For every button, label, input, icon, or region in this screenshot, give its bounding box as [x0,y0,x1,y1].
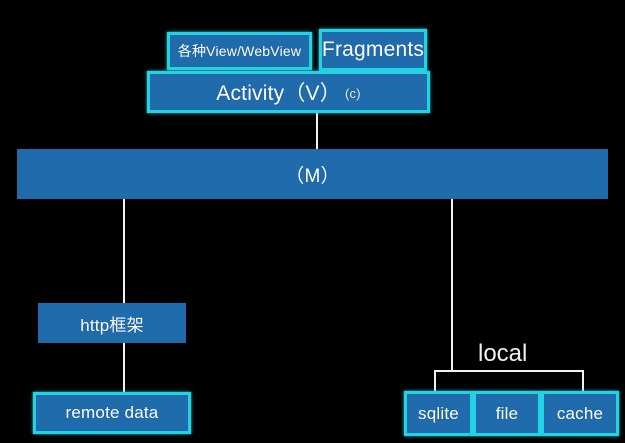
node-file-label: file [495,403,519,423]
node-activity-annotation: (c) [344,85,361,101]
node-activity-label: Activity（V） [216,82,341,105]
connector-local-to-sqlite [434,370,436,392]
node-http-framework-label: http框架 [80,315,144,335]
node-fragments[interactable]: Fragments [319,29,427,71]
node-views[interactable]: 各种View/WebView [167,32,312,70]
node-file[interactable]: file [473,391,541,436]
connector-activity-to-model [316,113,318,150]
connector-model-to-local [451,199,453,371]
node-model[interactable]: （M） [17,149,608,199]
node-cache[interactable]: cache [541,391,619,436]
node-fragments-label: Fragments [321,38,425,61]
node-remote-data-label: remote data [65,403,159,422]
node-views-label: 各种View/WebView [177,43,302,59]
connector-model-to-http [123,199,125,304]
node-activity[interactable]: Activity（V） (c) [147,71,430,113]
label-local: local [478,340,528,367]
connector-local-to-cache [582,370,584,392]
node-sqlite-label: sqlite [418,403,459,423]
node-sqlite[interactable]: sqlite [404,391,473,436]
connector-local-bracket [434,370,584,372]
node-remote-data[interactable]: remote data [33,392,191,434]
node-cache-label: cache [556,403,604,423]
node-http-framework[interactable]: http框架 [38,303,186,343]
connector-http-to-remote [123,343,125,393]
node-model-label: （M） [285,165,340,187]
